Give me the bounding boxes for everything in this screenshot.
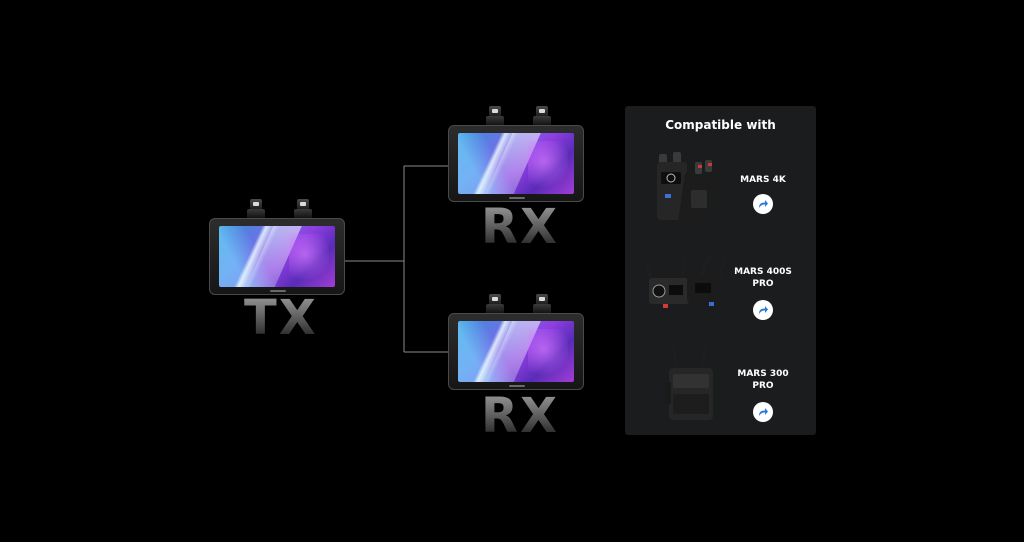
monitor-screen xyxy=(458,133,574,194)
tx-monitor xyxy=(209,199,345,295)
brand-logo xyxy=(509,385,525,387)
panel-title: Compatible with xyxy=(665,118,776,132)
rx-label-bottom: RX xyxy=(481,388,559,444)
product-link-button[interactable] xyxy=(753,402,773,422)
antenna-connector xyxy=(293,199,313,219)
product-link-button[interactable] xyxy=(753,300,773,320)
product-name: MARS 4K xyxy=(740,175,786,185)
compatibility-panel: Compatible with MARS 4K xyxy=(625,106,816,435)
external-link-icon xyxy=(759,408,768,416)
monitor-screen xyxy=(219,226,335,287)
product-mars-4k: MARS 4K xyxy=(625,146,816,242)
product-mars-400s-pro: MARS 400S PRO xyxy=(625,250,816,346)
rx-label-top: RX xyxy=(481,199,559,255)
rx-monitor-bottom xyxy=(448,294,584,390)
product-name: MARS 400S PRO xyxy=(734,267,792,289)
product-link-button[interactable] xyxy=(753,194,773,214)
tx-label: TX xyxy=(244,290,318,346)
monitor-screen xyxy=(458,321,574,382)
mars-400s-pro-image xyxy=(643,254,727,308)
antenna-connector xyxy=(532,294,552,314)
external-link-icon xyxy=(759,200,768,208)
product-name: MARS 300 PRO xyxy=(737,369,789,391)
antenna-connector xyxy=(532,106,552,126)
mars-4k-image xyxy=(657,152,717,232)
antenna-connector xyxy=(485,294,505,314)
external-link-icon xyxy=(759,306,768,314)
monitor-body xyxy=(448,125,584,202)
antenna-connector xyxy=(246,199,266,219)
brand-logo xyxy=(270,290,286,292)
monitor-body xyxy=(209,218,345,295)
antenna-connector xyxy=(485,106,505,126)
monitor-body xyxy=(448,313,584,390)
mars-300-pro-image xyxy=(665,342,713,420)
product-mars-300-pro: MARS 300 PRO xyxy=(625,338,816,434)
rx-monitor-top xyxy=(448,106,584,202)
brand-logo xyxy=(509,197,525,199)
